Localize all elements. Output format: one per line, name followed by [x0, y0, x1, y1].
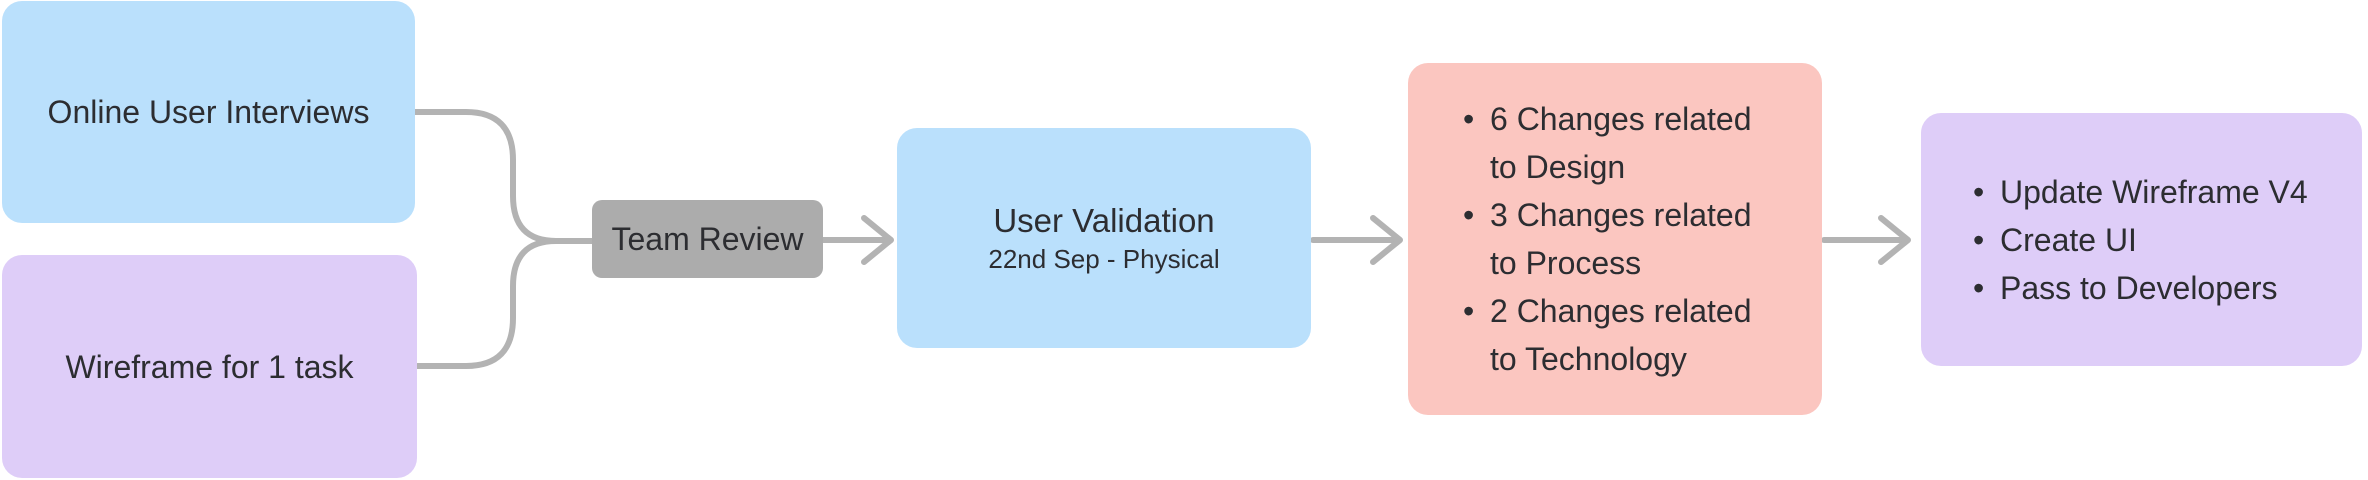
- arrow-changes-to-nextsteps-head: [1878, 215, 1911, 265]
- connector-wireframe-to-teamreview: [412, 238, 559, 369]
- node-changes-summary: 6 Changes related to Design 3 Changes re…: [1408, 63, 1822, 415]
- node-label: Online User Interviews: [47, 94, 370, 130]
- node-wireframe-for-1-task: Wireframe for 1 task: [2, 255, 417, 478]
- next-steps-list: Update Wireframe V4 Create UI Pass to De…: [1921, 168, 2348, 312]
- arrow-teamreview-to-validation-head: [861, 215, 894, 265]
- connector-online-to-teamreview: [412, 109, 595, 244]
- changes-list: 6 Changes related to Design 3 Changes re…: [1408, 95, 1818, 383]
- list-item: Update Wireframe V4: [1973, 168, 2308, 216]
- list-item: 3 Changes related to Process: [1463, 191, 1778, 287]
- list-item: 2 Changes related to Technology: [1463, 287, 1778, 383]
- list-item: Pass to Developers: [1973, 264, 2308, 312]
- node-team-review: Team Review: [592, 200, 823, 278]
- node-subtitle: 22nd Sep - Physical: [988, 244, 1220, 274]
- node-title: User Validation: [993, 202, 1215, 239]
- node-user-validation: User Validation 22nd Sep - Physical: [897, 128, 1311, 348]
- node-next-steps: Update Wireframe V4 Create UI Pass to De…: [1921, 113, 2362, 366]
- node-online-user-interviews: Online User Interviews: [2, 1, 415, 223]
- node-label: Team Review: [611, 221, 804, 257]
- arrow-validation-to-changes-head: [1370, 215, 1403, 265]
- list-item: 6 Changes related to Design: [1463, 95, 1778, 191]
- node-label: Wireframe for 1 task: [65, 348, 354, 385]
- list-item: Create UI: [1973, 216, 2308, 264]
